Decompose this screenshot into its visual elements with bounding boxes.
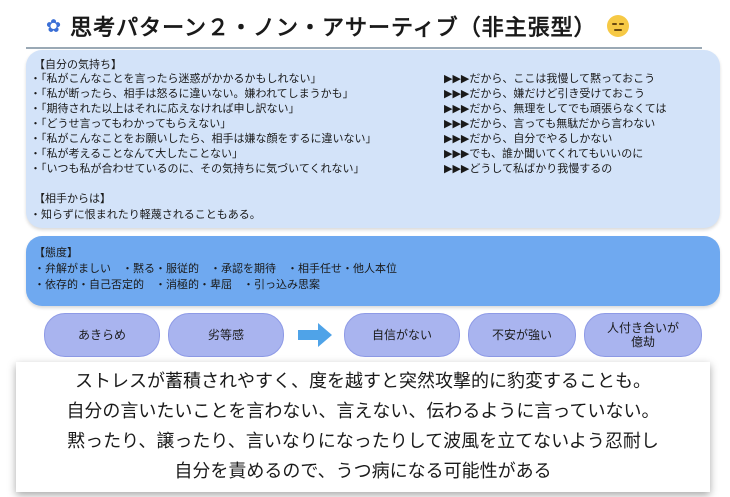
others-text: ・知らずに恨まれたり軽蔑されることもある。 bbox=[30, 208, 261, 221]
feeling-result: ▶▶▶だから、嫌だけど引き受けておこう bbox=[444, 87, 646, 100]
feelings-panel: 【自分の気持ち】 ・「私がこんなことを言ったら迷惑がかかるかもしれない」 ▶▶▶… bbox=[26, 50, 720, 228]
attitude-line: ・弁解がましい ・黙る・服従的 ・承認を期待 ・相手任せ・他人本位 bbox=[34, 262, 397, 275]
feeling-row: ・「私が考えることなんて大したことない」 ▶▶▶でも、誰か聞いてくれてもいいのに bbox=[30, 146, 720, 161]
feeling-thought: ・「私が断ったら、相手は怒るに違いない。嫌われてしまうかも」 bbox=[30, 87, 354, 100]
page-title-text: 思考パターン２・ノン・アサーティブ（非主張型） bbox=[70, 16, 597, 41]
feeling-result: ▶▶▶どうして私ばかり我慢するの bbox=[444, 162, 613, 175]
summary-line: 自分を責めるので、うつ病になる可能性がある bbox=[174, 461, 552, 482]
summary-line: ストレスが蓄積されやすく、度を越すと突然攻撃的に豹変することも。 bbox=[75, 371, 651, 392]
feeling-row: ・「私がこんなことを言ったら迷惑がかかるかもしれない」 ▶▶▶だから、ここは我慢… bbox=[30, 71, 720, 86]
feeling-row: ・「私が断ったら、相手は怒るに違いない。嫌われてしまうかも」 ▶▶▶だから、嫌だ… bbox=[30, 86, 720, 101]
pill-no-confidence: 自信がない bbox=[344, 313, 460, 357]
others-heading: 【相手からは】 bbox=[34, 192, 111, 205]
page-title: ✿ 思考パターン２・ノン・アサーティブ（非主張型） bbox=[46, 6, 686, 46]
summary-line: 黙ったり、譲ったり、言いなりになったりして波風を立てないよう忍耐し bbox=[67, 431, 659, 452]
feeling-row: ・「どうせ言ってもわかってもらえない」 ▶▶▶だから、言っても無駄だから言わない bbox=[30, 116, 720, 131]
attitude-panel: 【態度】 ・弁解がましい ・黙る・服従的 ・承認を期待 ・相手任せ・他人本位 ・… bbox=[26, 236, 720, 306]
summary-box: ストレスが蓄積されやすく、度を越すと突然攻撃的に豹変することも。 自分の言いたい… bbox=[16, 362, 710, 492]
feeling-result: ▶▶▶だから、自分でやるしかない bbox=[444, 132, 613, 145]
feeling-thought: ・「私が考えることなんて大したことない」 bbox=[30, 147, 243, 160]
pill-inferiority: 劣等感 bbox=[168, 313, 284, 357]
pill-label: 劣等感 bbox=[207, 328, 244, 342]
feeling-result: ▶▶▶だから、ここは我慢して黙っておこう bbox=[444, 72, 656, 85]
pill-label: 億劫 bbox=[630, 335, 655, 349]
pill-label: 人付き合いが bbox=[606, 321, 679, 335]
pill-resignation: あきらめ bbox=[44, 313, 160, 357]
pill-anxiety: 不安が強い bbox=[468, 313, 576, 357]
feeling-result: ▶▶▶だから、言っても無駄だから言わない bbox=[444, 117, 656, 130]
feeling-thought: ・「私がこんなことをお願いしたら、相手は嫌な顔をするに違いない」 bbox=[30, 132, 377, 145]
sad-face-icon bbox=[606, 15, 629, 37]
feeling-result: ▶▶▶だから、無理をしてでも頑張らなくては bbox=[444, 102, 667, 115]
right-arrow-icon bbox=[298, 323, 332, 347]
attitude-line: ・依存的・自己否定的 ・消極的・卑屈 ・引っ込み思案 bbox=[34, 278, 320, 291]
summary-line: 自分の言いたいことを言わない、言えない、伝わるように言っていない。 bbox=[66, 401, 660, 422]
pill-label: あきらめ bbox=[77, 328, 126, 342]
pill-label: 自信がない bbox=[371, 328, 432, 342]
attitude-heading: 【態度】 bbox=[34, 246, 78, 259]
feeling-row: ・「私がこんなことをお願いしたら、相手は嫌な顔をするに違いない」 ▶▶▶だから、… bbox=[30, 131, 720, 146]
pill-social-reluctance: 人付き合いが 億劫 bbox=[584, 313, 702, 357]
feeling-row: ・「期待された以上はそれに応えなければ申し訳ない」 ▶▶▶だから、無理をしてでも… bbox=[30, 101, 720, 116]
feelings-heading: 【自分の気持ち】 bbox=[34, 58, 122, 71]
feeling-thought: ・「いつも私が合わせているのに、その気持ちに気づいてくれない」 bbox=[30, 162, 365, 175]
pill-label: 不安が強い bbox=[491, 328, 552, 342]
feeling-thought: ・「私がこんなことを言ったら迷惑がかかるかもしれない」 bbox=[30, 72, 322, 85]
feeling-thought: ・「期待された以上はそれに応えなければ申し訳ない」 bbox=[30, 102, 300, 115]
title-divider bbox=[26, 47, 702, 49]
feeling-thought: ・「どうせ言ってもわかってもらえない」 bbox=[30, 117, 232, 130]
feeling-result: ▶▶▶でも、誰か聞いてくれてもいいのに bbox=[444, 147, 644, 160]
blue-flower-icon: ✿ bbox=[46, 15, 63, 37]
feeling-row: ・「いつも私が合わせているのに、その気持ちに気づいてくれない」 ▶▶▶どうして私… bbox=[30, 161, 720, 176]
